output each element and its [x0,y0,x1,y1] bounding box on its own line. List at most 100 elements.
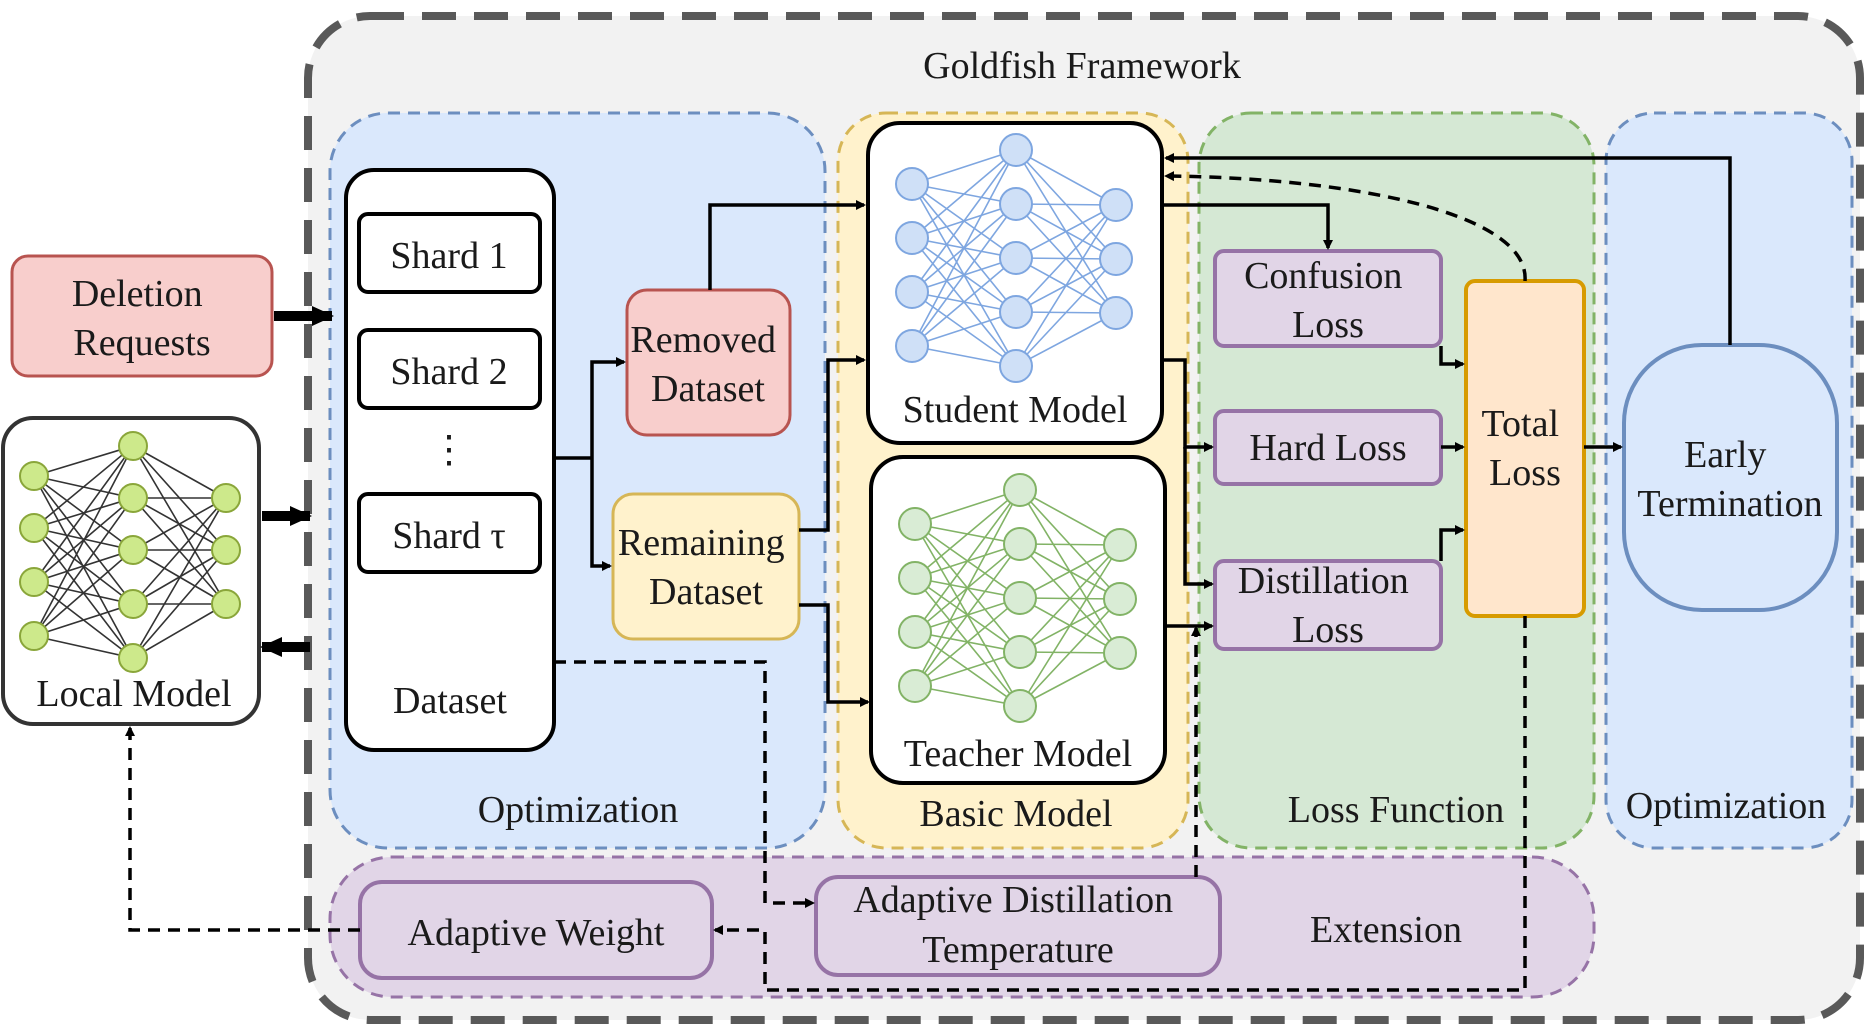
local-net-edge [33,497,134,637]
teacher-net-edge [914,489,1021,525]
local-net-edge [132,603,227,659]
adaptive-temperature-box [814,875,1222,977]
student-net-node [895,167,929,201]
deletion-requests-label: Deletion Requests [72,273,212,364]
adaptive-weight-to-local-model-arrow [125,726,360,932]
teacher-net-node [1003,689,1037,723]
student-net-edge [1015,258,1117,367]
local-net-node [19,513,49,543]
teacher-net-node [1103,582,1137,616]
removed-dataset-box [625,288,792,437]
distillation-to-total-arrow [1439,525,1465,561]
student-net-edge [911,149,1017,293]
local-net-node [19,621,49,651]
student-to-hard-arrow [1162,358,1214,452]
shard-2-label: Shard 2 [390,351,507,393]
local-net-edge [33,445,134,637]
local-net-edge [132,549,227,659]
confusion-to-total-arrow [1439,346,1465,369]
dataset-box [344,168,556,752]
teacher-net-node [898,669,932,703]
teacher-net-edge [914,685,1021,707]
total-loss-label: Total Loss [1481,403,1568,494]
total-loss-feedback-to-student-arrow [1164,171,1527,282]
removed-dataset-label: Removed Dataset [630,319,785,410]
optimization-right-label: Optimization [1626,785,1827,827]
teacher-net-edge [914,597,1021,687]
student-net-edge [911,345,1017,367]
early-termination-to-student-arrow [1164,153,1732,345]
student-net-node [1099,296,1133,330]
distillation-loss-box [1213,559,1443,651]
shard-tau-box [357,492,542,574]
teacher-net-edge [1019,544,1121,599]
deletion-requests-box [10,254,274,378]
teacher-net-node [1003,581,1037,615]
local-net-edge [132,497,227,551]
teacher-net-node [1003,635,1037,669]
confusion-loss-label: Confusion Loss [1244,255,1412,346]
shard-ellipsis: ⋮ [430,429,468,471]
framework-title: Goldfish Framework [923,45,1241,87]
total-loss-to-adaptive-weight-arrow [713,616,1527,992]
teacher-model-label: Teacher Model [904,733,1132,775]
teacher-net-node [1003,527,1037,561]
student-net-edge [911,149,1017,239]
student-net-node [895,221,929,255]
adaptive-temperature-label: Adaptive Distillation Temperature [853,879,1182,971]
local-net-node [19,461,49,491]
shard-1-box [357,212,542,294]
student-net-edge [1015,204,1117,259]
local-net-node [118,483,148,513]
teacher-model-box [869,455,1167,785]
teacher-net-node [1103,528,1137,562]
local-net-edge [33,635,134,659]
local-net-edge [132,445,227,605]
local-net-node [118,431,148,461]
local-net-edge [132,497,227,605]
student-net-node [999,295,1033,329]
local-net-node [19,567,49,597]
local-net-node [118,589,148,619]
teacher-model-network-icon [898,473,1137,723]
basic-model-label: Basic Model [919,793,1112,835]
student-model-label: Student Model [903,389,1128,431]
shard-tau-label: Shard τ [392,515,505,557]
student-net-edge [1015,204,1117,313]
remaining-dataset-label: Remaining Dataset [618,522,794,613]
student-net-edge [1015,149,1117,206]
loss-function-label: Loss Function [1288,789,1504,831]
shard-2-box [357,328,542,410]
dataset-to-adaptive-temperature-arrow [554,660,815,908]
total-loss-box [1464,279,1586,618]
local-net-edge [132,497,227,659]
local-net-node [118,643,148,673]
local-net-edge [33,549,134,637]
removed-to-student-arrow [708,200,866,290]
student-net-edge [1015,204,1117,367]
hard-loss-label: Hard Loss [1249,427,1406,469]
student-net-edge [911,203,1017,347]
teacher-net-node [898,615,932,649]
student-net-node [1099,188,1133,222]
teacher-net-node [898,561,932,595]
local-net-edge [132,445,227,499]
teacher-net-edge [1019,489,1121,546]
teacher-net-edge [914,651,1021,687]
student-model-box [866,121,1164,445]
teacher-net-edge [914,489,1021,687]
student-to-distillation-arrow [1183,447,1214,589]
student-net-node [999,133,1033,167]
remaining-to-student-arrow [799,355,866,532]
teacher-net-node [1003,473,1037,507]
student-net-node [999,241,1033,275]
teacher-net-edge [914,489,1021,579]
teacher-net-edge [1019,598,1121,707]
dataset-label: Dataset [393,680,507,722]
student-model-network-icon [895,133,1133,383]
student-net-edge [911,149,1017,185]
distillation-loss-label: Distillation Loss [1238,560,1419,651]
local-model-label: Local Model [36,673,231,715]
optimization-left-label: Optimization [478,789,679,831]
